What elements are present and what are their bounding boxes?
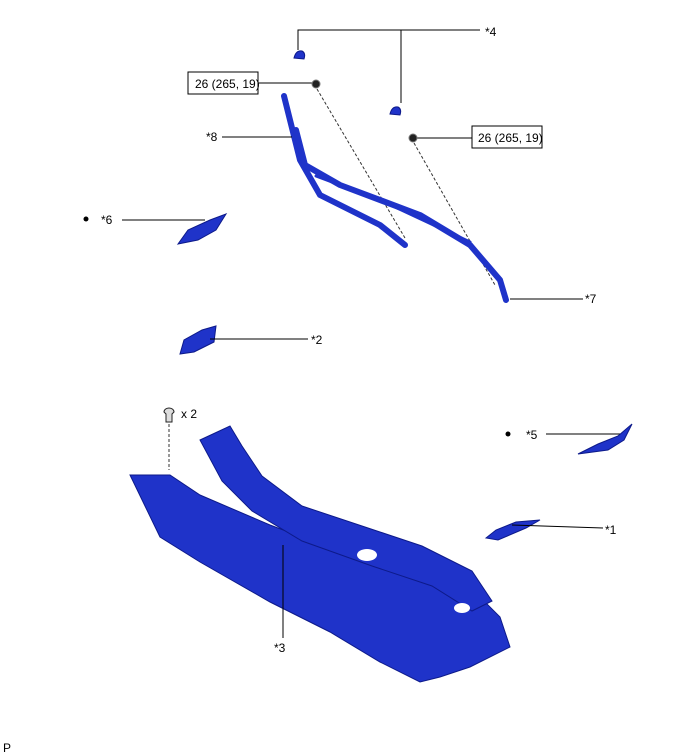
wiper-arm-cap-left: [293, 50, 306, 60]
cowl-side-part-1: [484, 519, 541, 541]
cowl-top-ventilator-louver: [129, 425, 511, 683]
wiper-arm-cap-right: [389, 106, 402, 116]
leader-4a: [297, 29, 480, 50]
clip-quantity: x 2: [181, 407, 197, 421]
nut-icon: [311, 79, 321, 89]
torque-box: [471, 125, 543, 149]
cowl-side-part-2: [179, 325, 217, 355]
clip-icon: [163, 407, 175, 423]
cowl-side-part-5: [577, 423, 633, 455]
callout-7: *7: [585, 292, 597, 306]
torque-value: 26 (265, 19): [195, 77, 260, 91]
nut-icon: [408, 133, 418, 143]
bullet-icon: [505, 431, 511, 437]
bullet-icon: [83, 216, 89, 222]
callout-1: *1: [605, 523, 617, 537]
torque-right: 26 (265, 19): [408, 125, 543, 286]
wiper-arm-right: [293, 127, 509, 303]
callout-5: *5: [526, 428, 538, 442]
callout-8: *8: [206, 130, 218, 144]
callout-3: *3: [274, 641, 286, 655]
torque-left: 26 (265, 19): [187, 71, 406, 239]
corner-label: P: [3, 741, 11, 755]
callout-4: *4: [485, 25, 497, 39]
cap-4-group: *4: [293, 25, 497, 116]
cowl-side-part-6: [176, 213, 228, 245]
callout-2: *2: [311, 333, 323, 347]
torque-value: 26 (265, 19): [478, 131, 543, 145]
callout-6: *6: [101, 213, 113, 227]
